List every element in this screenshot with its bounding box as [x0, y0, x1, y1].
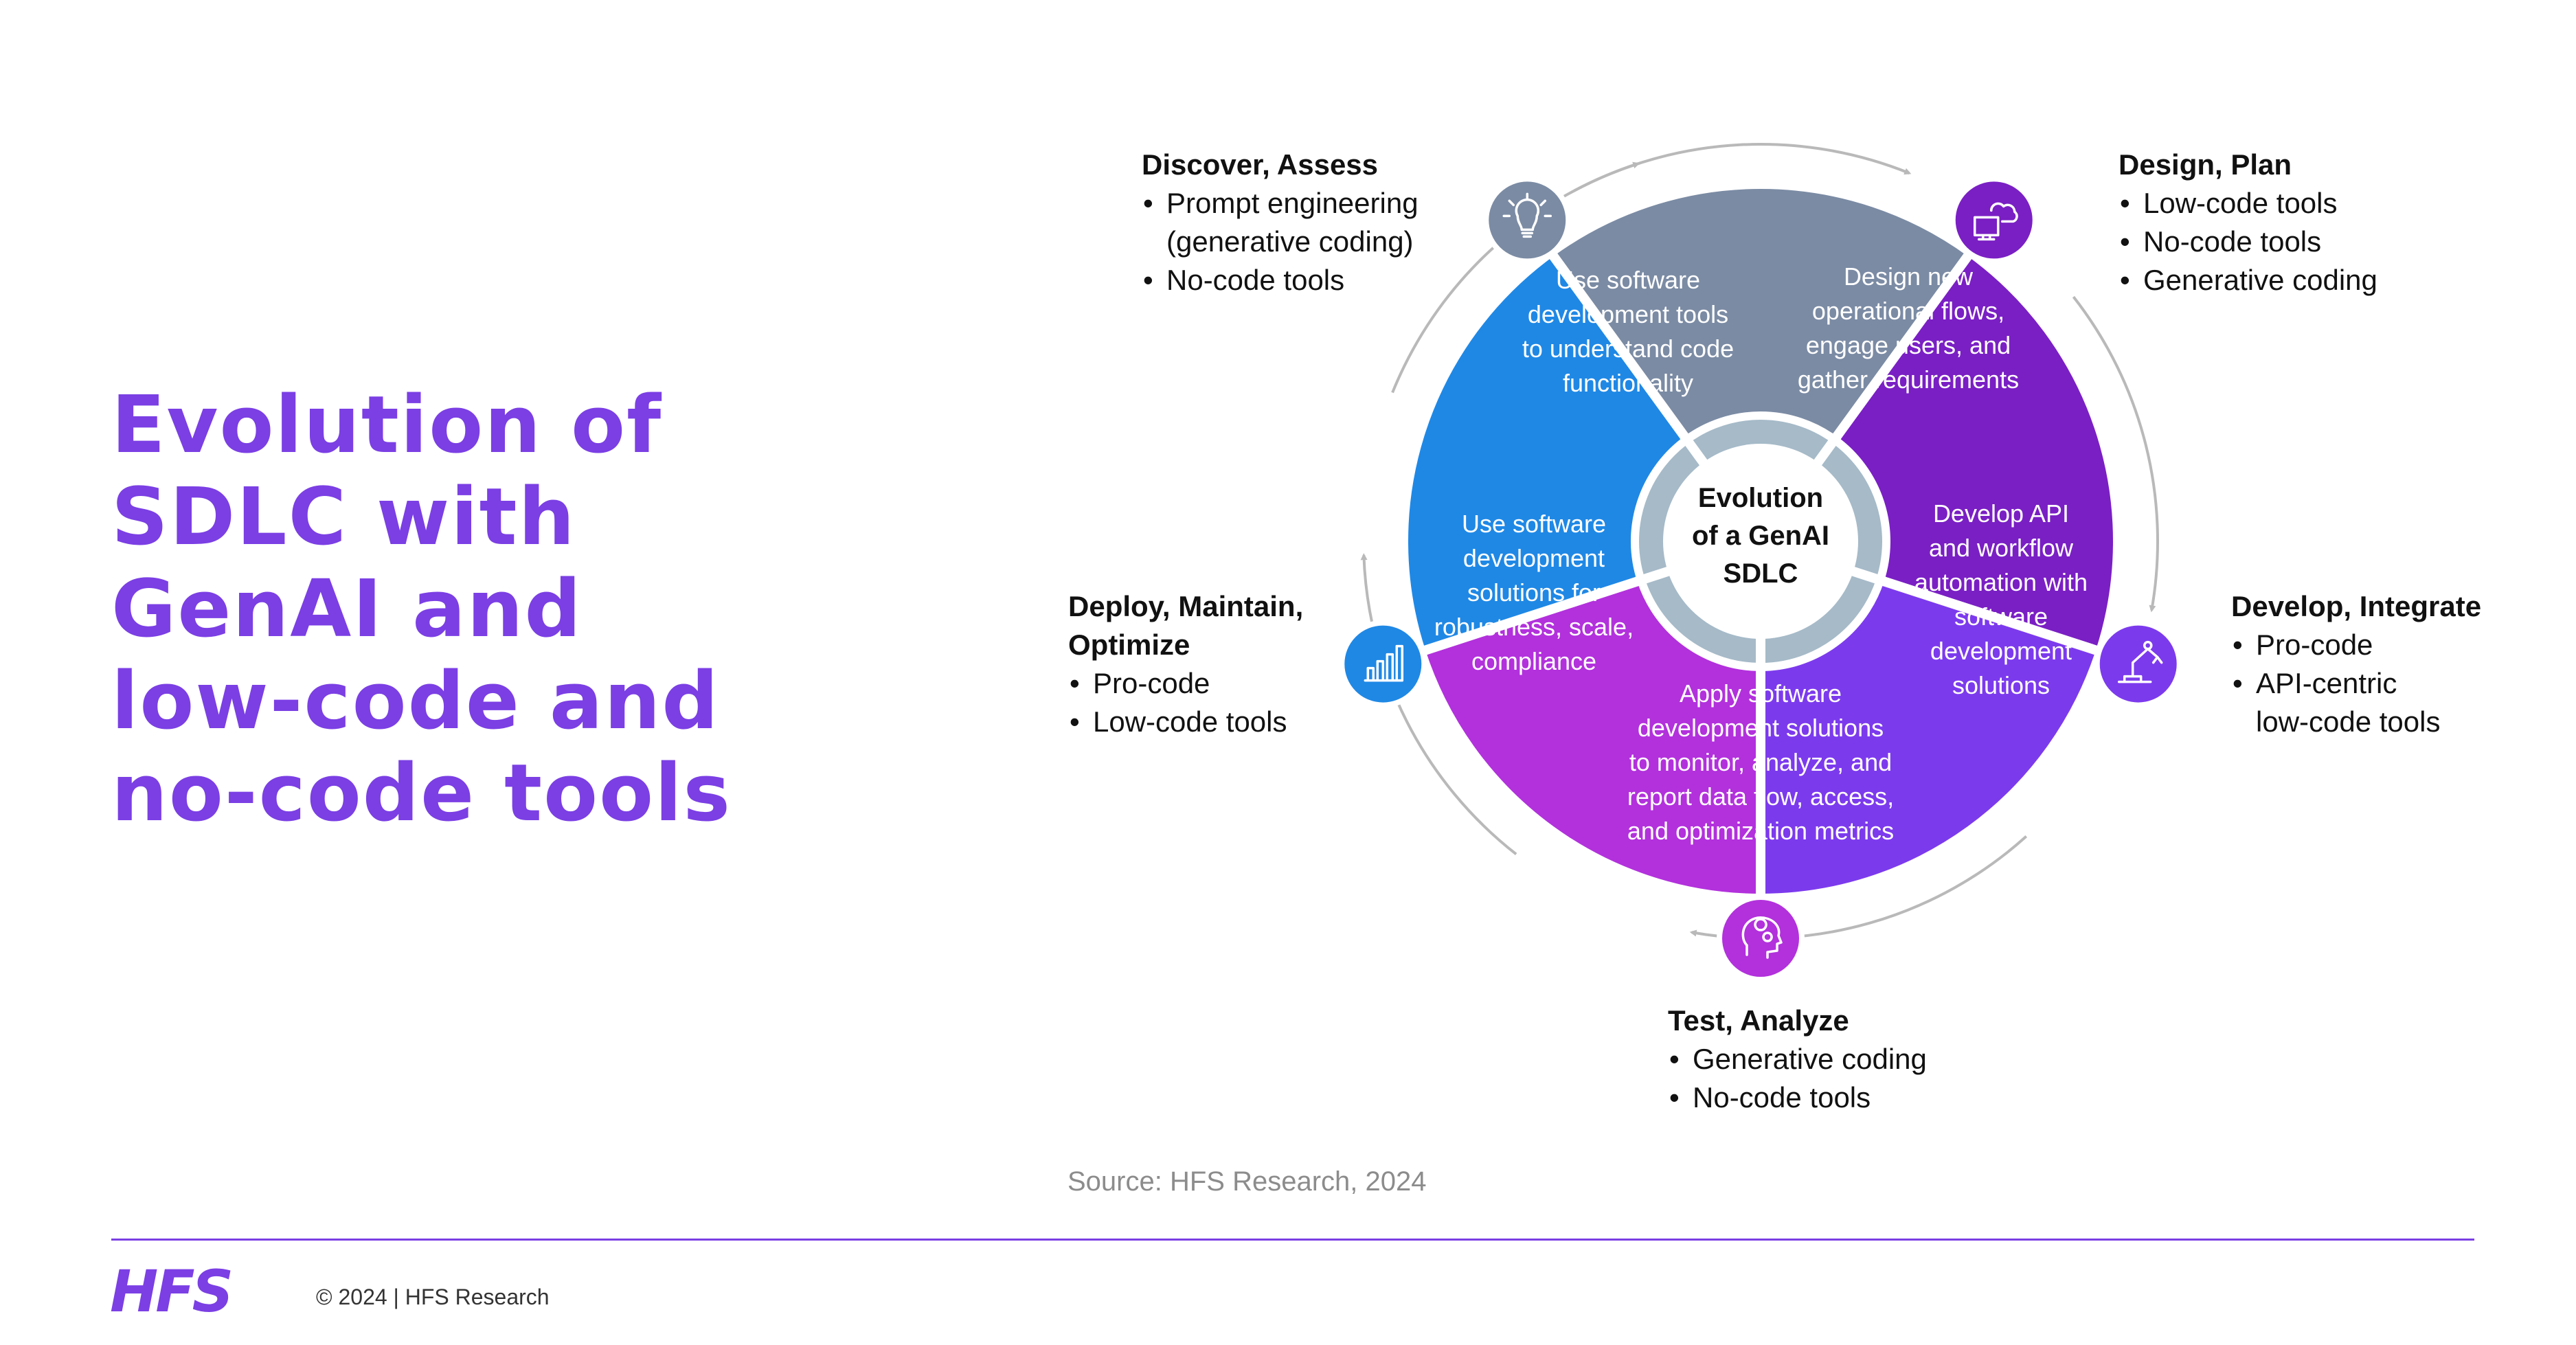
title-line: SDLC with [111, 471, 576, 563]
title-line: low-code and [111, 655, 720, 747]
bullet-item: Low-code tools [1068, 703, 1329, 741]
slide-title: Evolution of SDLC with GenAI and low-cod… [111, 379, 1004, 839]
ring-divider [1850, 566, 1886, 587]
stage-bullets: Pro-code API-centric low-code tools [2231, 626, 2481, 741]
stage-develop-integrate: Develop, Integrate Pro-code API-centric … [2231, 587, 2481, 741]
head-gears-icon [1717, 894, 1805, 982]
robot-arm-icon [2094, 620, 2182, 708]
stage-heading: Design, Plan [2119, 148, 2292, 181]
stage-bullets: Prompt engineering (generative coding) N… [1142, 184, 1419, 299]
cycle-segments [1399, 179, 2123, 904]
bullet-item: No-code tools [1668, 1078, 1927, 1117]
stage-bullets: Pro-code Low-code tools [1068, 664, 1329, 741]
cycle-arrow [2072, 295, 2159, 613]
bullet-item: Generative coding [2119, 261, 2377, 299]
stage-heading: Deploy, Maintain, Optimize [1068, 590, 1304, 661]
center-label-line: Evolution [1698, 483, 1823, 513]
stage-bullets: Generative coding No-code tools [1668, 1040, 1927, 1117]
center-label-line: SDLC [1724, 558, 1798, 589]
stage-deploy-maintain-optimize: Deploy, Maintain, Optimize Pro-code Low-… [1068, 587, 1329, 741]
stage-heading: Develop, Integrate [2231, 590, 2482, 622]
center-hub: Evolution of a GenAI SDLC [1692, 483, 1829, 589]
monitor-cloud-icon [1950, 176, 2038, 264]
bullet-item: Pro-code [2231, 626, 2481, 664]
bullet-item: API-centric [2231, 664, 2481, 703]
stage-heading: Discover, Assess [1142, 148, 1379, 181]
cycle-arrow [1391, 161, 1640, 394]
hfs-logo: HFS [110, 1258, 234, 1325]
ring-divider [1635, 566, 1671, 587]
bullet-item: Low-code tools [2119, 184, 2377, 223]
source-note: Source: HFS Research, 2024 [1067, 1166, 1427, 1197]
stage-bullets: Low-code tools No-code tools Generative … [2119, 184, 2377, 299]
stage-heading: Test, Analyze [1668, 1004, 1849, 1037]
title-line: no-code tools [111, 747, 732, 839]
cycle-arrow [1360, 553, 1517, 856]
bullet-item: low-code tools [2256, 705, 2441, 738]
bullet-item: No-code tools [2119, 223, 2377, 261]
bullet-item: No-code tools [1142, 261, 1419, 299]
bullet-item: (generative coding) [1166, 225, 1414, 258]
title-line: Evolution of [111, 379, 663, 471]
ring-divider [1680, 433, 1708, 466]
bullet-item: Prompt engineering [1142, 184, 1419, 223]
stage-discover-assess: Discover, Assess Prompt engineering (gen… [1142, 146, 1419, 299]
center-label: Evolution of a GenAI SDLC [1692, 483, 1829, 589]
stage-design-plan: Design, Plan Low-code tools No-code tool… [2119, 146, 2377, 299]
title-line: GenAI and [111, 563, 583, 655]
footer-divider [111, 1239, 2474, 1241]
copyright-text: © 2024 | HFS Research [316, 1285, 550, 1309]
ring-divider [1813, 433, 1842, 466]
stage-icons [1339, 176, 2182, 982]
inner-ring [1632, 413, 1889, 672]
stage-test-analyze: Test, Analyze Generative coding No-code … [1668, 1002, 1927, 1117]
center-label-line: of a GenAI [1692, 521, 1829, 551]
bullet-item: Pro-code [1068, 664, 1329, 703]
bar-chart-icon [1339, 620, 1427, 708]
bullet-item: Generative coding [1668, 1040, 1927, 1078]
lightbulb-icon [1483, 176, 1572, 264]
hub-circle [1663, 444, 1858, 639]
